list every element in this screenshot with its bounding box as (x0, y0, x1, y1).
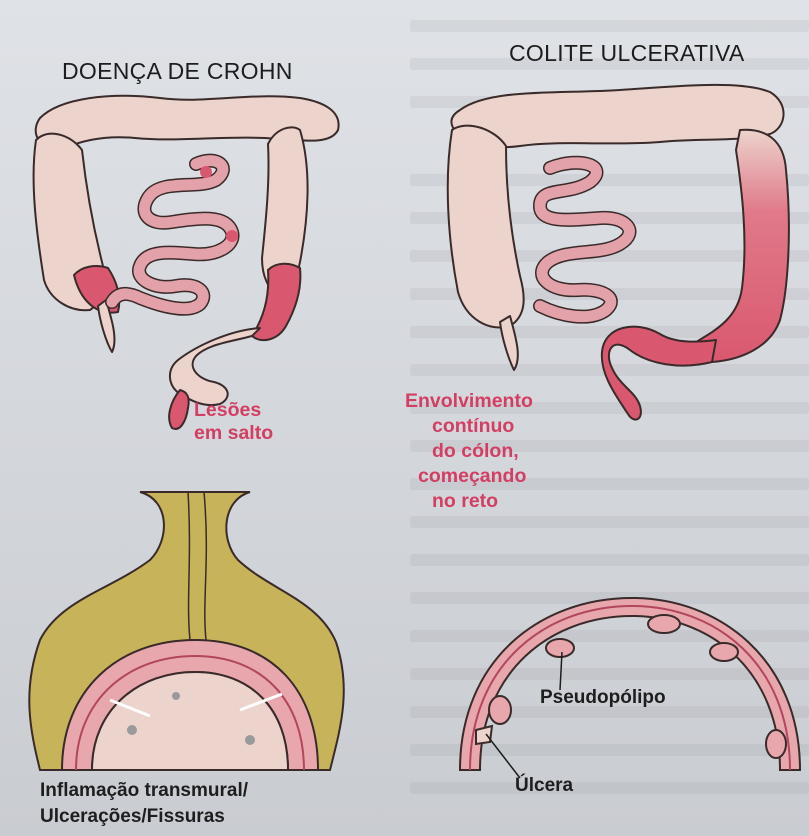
colitis-annotation-line-1: Envolvimento (405, 390, 533, 413)
crohn-annotation-line-2: em salto (194, 422, 273, 445)
pseudopolyp (546, 639, 574, 657)
colitis-annotation-line-5: no reto (432, 490, 498, 513)
colitis-descending-colon (694, 130, 789, 362)
colitis-transverse-colon (451, 85, 783, 147)
ulcer (476, 726, 492, 744)
colitis-annotation-line-4: começando (418, 465, 526, 488)
colitis-sigmoid-rectum (602, 327, 716, 420)
colitis-ascending-colon (448, 126, 524, 328)
colitis-colon-diagram (448, 85, 789, 420)
crohn-title: DOENÇA DE CROHN (62, 58, 293, 85)
colitis-title: COLITE ULCERATIVA (509, 40, 745, 67)
crohn-caption-line-2: Ulcerações/Fissuras (40, 804, 225, 829)
crohn-caption-line-1: Inflamação transmural/ (40, 778, 248, 803)
crohn-colon-diagram (34, 96, 339, 429)
crohn-annotation-line-1: Lesões (194, 399, 261, 422)
crohn-rectum-lesion (169, 390, 189, 429)
colitis-annotation-line-2: contínuo (432, 415, 514, 438)
crohn-cross-section (29, 492, 344, 770)
colitis-appendix (500, 316, 518, 370)
colitis-bowel-wall (460, 598, 800, 770)
pseudopolyp-label: Pseudopólipo (540, 685, 666, 710)
ulcer-label: Úlcera (515, 773, 573, 798)
colitis-annotation-line-3: do cólon, (432, 440, 519, 463)
